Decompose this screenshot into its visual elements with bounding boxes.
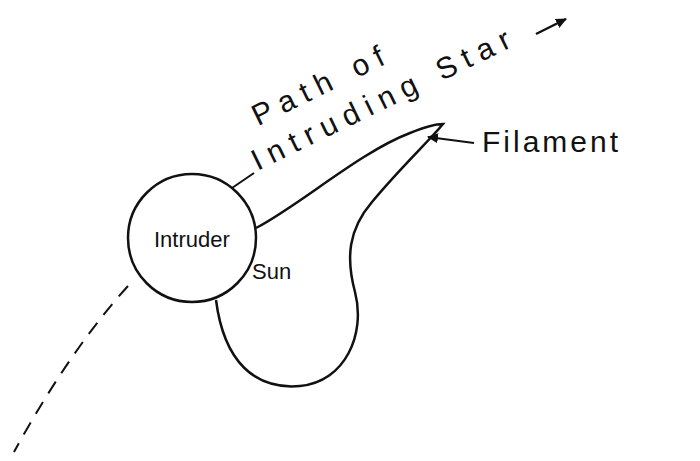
sun-blob-outline bbox=[205, 115, 450, 395]
dashed-path bbox=[14, 286, 128, 452]
node-label: Sun bbox=[252, 259, 291, 285]
node-label: Intruder bbox=[154, 227, 230, 253]
intruder-circle: Intruder bbox=[127, 173, 257, 303]
leader-arrow bbox=[428, 137, 474, 143]
filament-label: Filament bbox=[482, 124, 621, 160]
path-line bbox=[232, 173, 254, 188]
sun-blob: Sun bbox=[205, 115, 450, 395]
path-arrow bbox=[536, 19, 566, 34]
